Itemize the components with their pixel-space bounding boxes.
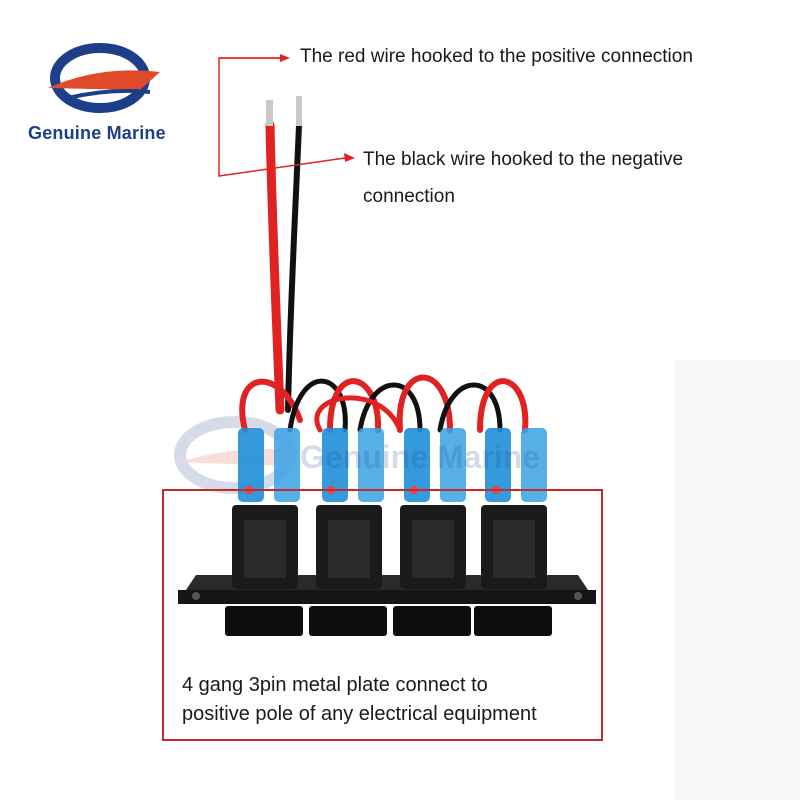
watermark-text: Genuine Marine [300, 439, 541, 475]
plate-description-line2: positive pole of any electrical equipmen… [182, 703, 537, 725]
switch-bank [225, 428, 552, 636]
red-wire-callout: The red wire hooked to the positive conn… [300, 46, 693, 67]
looping-wires [239, 374, 529, 433]
switch-3 [393, 428, 471, 636]
black-wire-callout-line2: connection [363, 186, 455, 207]
switch-1 [225, 428, 303, 636]
brand-logo [48, 43, 160, 113]
black-wire-arrowhead-icon [344, 153, 355, 162]
brand-name: Genuine Marine [28, 123, 166, 143]
callout-arrows [218, 54, 355, 177]
background-shade [675, 360, 800, 800]
plate-description-line1: 4 gang 3pin metal plate connect to [182, 674, 488, 696]
black-wire-callout-line1: The black wire hooked to the negative [363, 149, 684, 170]
switch-2 [309, 428, 387, 636]
red-wire-arrowhead-icon [280, 54, 290, 62]
main-wires [265, 96, 302, 415]
plate-highlight-box [162, 489, 603, 741]
switch-4 [474, 428, 552, 636]
